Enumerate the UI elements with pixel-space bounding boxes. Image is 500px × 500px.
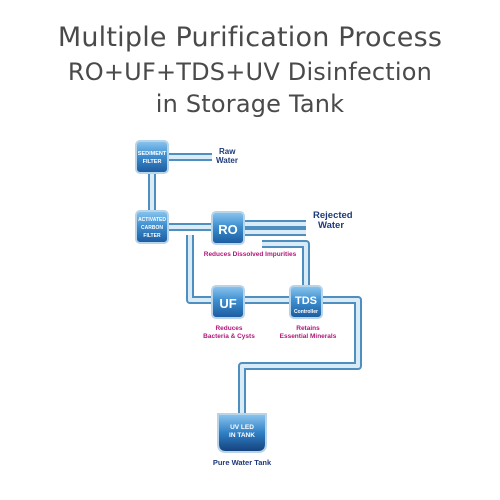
uv-label-1: UV LED	[230, 424, 254, 431]
uv-tank-node: UV LED IN TANK	[217, 413, 267, 453]
sediment-label-2: FILTER	[143, 159, 162, 165]
tds-node: TDS Controller	[289, 285, 323, 319]
uv-label-2: IN TANK	[229, 432, 255, 439]
carbon-filter-node: ACTIVATED CARBON FILTER	[135, 210, 169, 244]
sediment-label-1: SEDIMENT	[138, 151, 167, 157]
ro-caption: Reduces Dissolved Impurities	[204, 251, 297, 258]
uf-node: UF	[211, 285, 245, 319]
title-line-1: Multiple Purification Process	[57, 22, 443, 53]
raw-water-label-2: Water	[216, 156, 238, 165]
uf-label: UF	[219, 296, 236, 311]
tank-caption: Pure Water Tank	[213, 458, 272, 467]
ro-node: RO	[211, 211, 245, 245]
uf-caption-2: Bacteria & Cysts	[203, 333, 255, 340]
carbon-label-2: CARBON	[141, 225, 163, 231]
sediment-filter-node: SEDIMENT FILTER	[135, 140, 169, 174]
raw-water-label-1: Raw	[219, 147, 236, 156]
rejected-water-label-2: Water	[318, 220, 344, 231]
rejected-water-label-1: Rejected	[313, 210, 353, 221]
uf-caption-1: Reduces	[215, 325, 242, 332]
carbon-label-1: ACTIVATED	[138, 217, 166, 223]
tds-label: TDS	[295, 295, 317, 307]
carbon-label-3: FILTER	[143, 233, 161, 239]
title-line-2: RO+UF+TDS+UV Disinfection	[67, 58, 433, 86]
pipe-network	[148, 153, 362, 418]
title-line-3: in Storage Tank	[155, 90, 345, 118]
tds-sub-label: Controller	[294, 309, 318, 315]
ro-label: RO	[218, 222, 238, 237]
tds-caption-1: Retains	[296, 325, 320, 332]
tds-caption-2: Essential Minerals	[280, 333, 337, 340]
